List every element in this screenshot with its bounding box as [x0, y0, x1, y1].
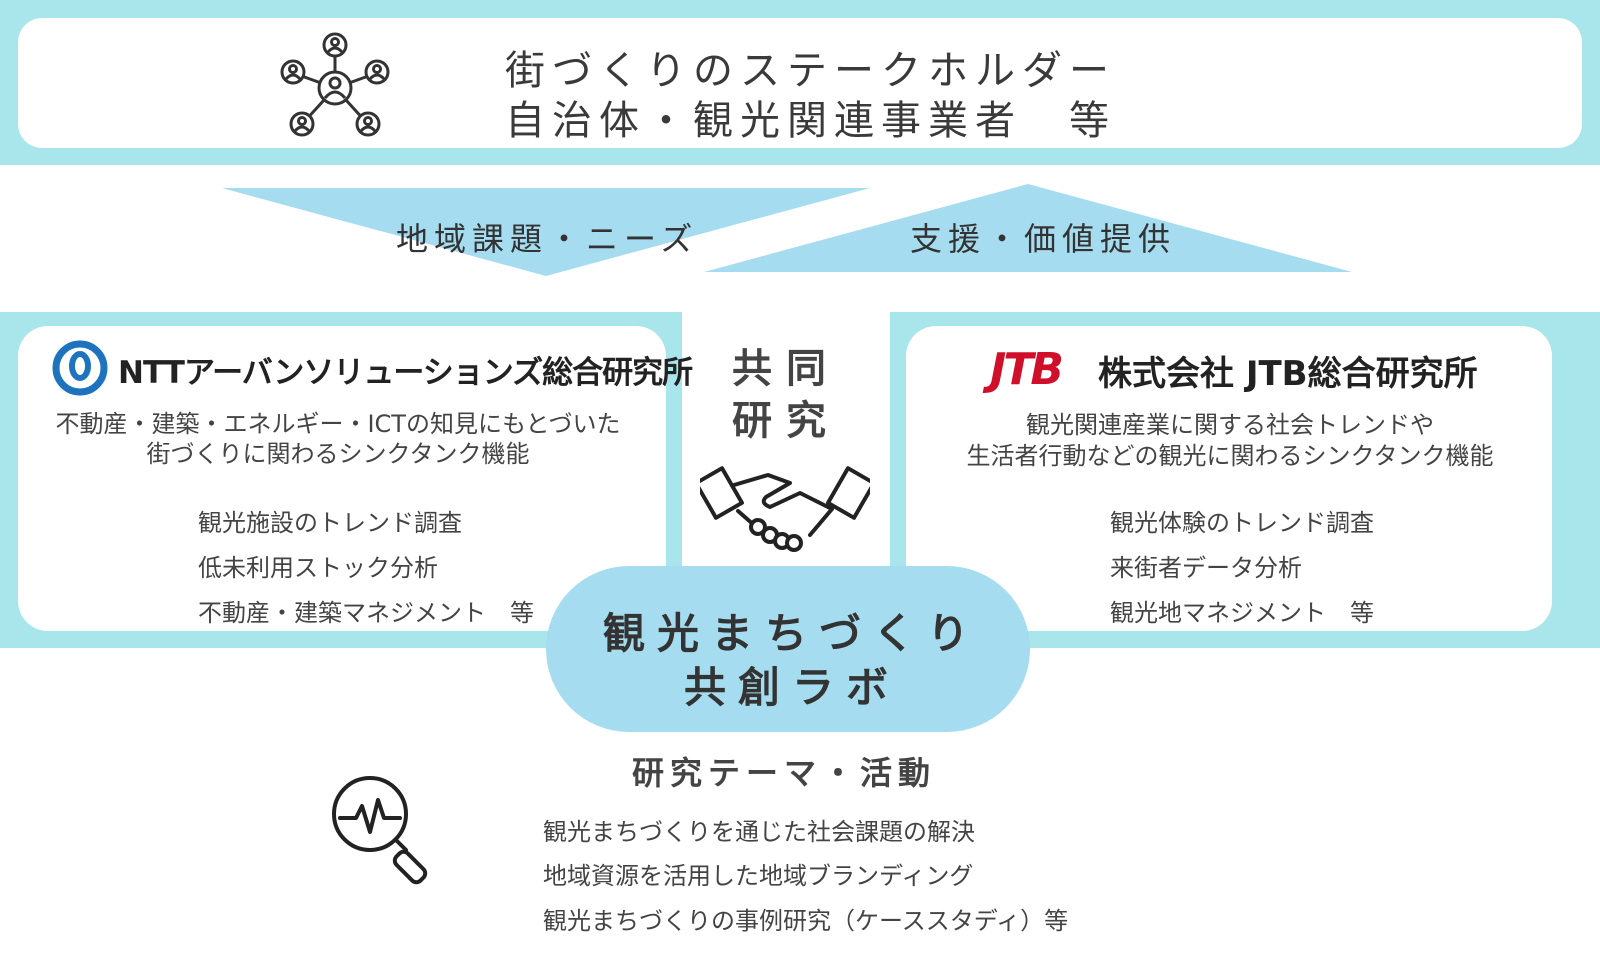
research-item: 地域資源を活用した地域ブランディング: [543, 862, 974, 890]
ntt-name: NTTアーバンソリューションズ総合研究所: [118, 355, 693, 391]
stakeholder-title: 街づくりのステークホルダー: [505, 48, 1116, 94]
joint-research-line2: 研究: [732, 398, 840, 444]
research-item: 観光まちづくりの事例研究（ケーススタディ）等: [543, 907, 1069, 935]
ntt-logo-icon: [52, 340, 108, 396]
arrow-right-label: 支援・価値提供: [910, 220, 1177, 258]
network-people-icon: [280, 32, 390, 137]
stakeholder-box: [18, 18, 1582, 148]
ntt-description-line1: 不動産・建築・エネルギー・ICTの知見にもとづいた: [55, 410, 621, 438]
ntt-item: 不動産・建築マネジメント 等: [198, 599, 534, 627]
ntt-panel: [18, 326, 666, 631]
research-item: 観光まちづくりを通じた社会課題の解決: [543, 818, 975, 846]
lab-title-line1: 観光まちづくり: [602, 609, 981, 658]
ntt-item: 低未利用ストック分析: [198, 554, 438, 582]
stakeholder-subtitle: 自治体・観光関連事業者 等: [505, 98, 1116, 144]
handshake-icon: [700, 466, 870, 552]
jtb-item: 観光地マネジメント 等: [1110, 599, 1374, 627]
jtb-description-line2: 生活者行動などの観光に関わるシンクタンク機能: [966, 442, 1494, 470]
jtb-name: 株式会社 JTB総合研究所: [1098, 354, 1478, 394]
arrow-left-label: 地域課題・ニーズ: [396, 220, 699, 258]
research-title: 研究テーマ・活動: [632, 754, 937, 792]
arrow-up-right: [704, 184, 1352, 272]
jtb-item: 観光体験のトレンド調査: [1110, 509, 1374, 537]
joint-research-line1: 共同: [732, 346, 840, 392]
lab-title-line2: 共創ラボ: [683, 663, 900, 712]
jtb-logo: JTB: [990, 344, 1064, 395]
ntt-item: 観光施設のトレンド調査: [198, 509, 462, 537]
ntt-description-line2: 街づくりに関わるシンクタンク機能: [146, 440, 530, 468]
co-creation-lab-pill: [546, 566, 1030, 732]
jtb-item: 来街者データ分析: [1110, 554, 1302, 582]
jtb-description-line1: 観光関連産業に関する社会トレンドや: [1026, 411, 1434, 439]
jtb-panel: [906, 326, 1552, 631]
magnifier-pulse-icon: [332, 776, 428, 885]
flow-arrows: [222, 184, 1352, 276]
arrow-down-left: [222, 188, 870, 276]
